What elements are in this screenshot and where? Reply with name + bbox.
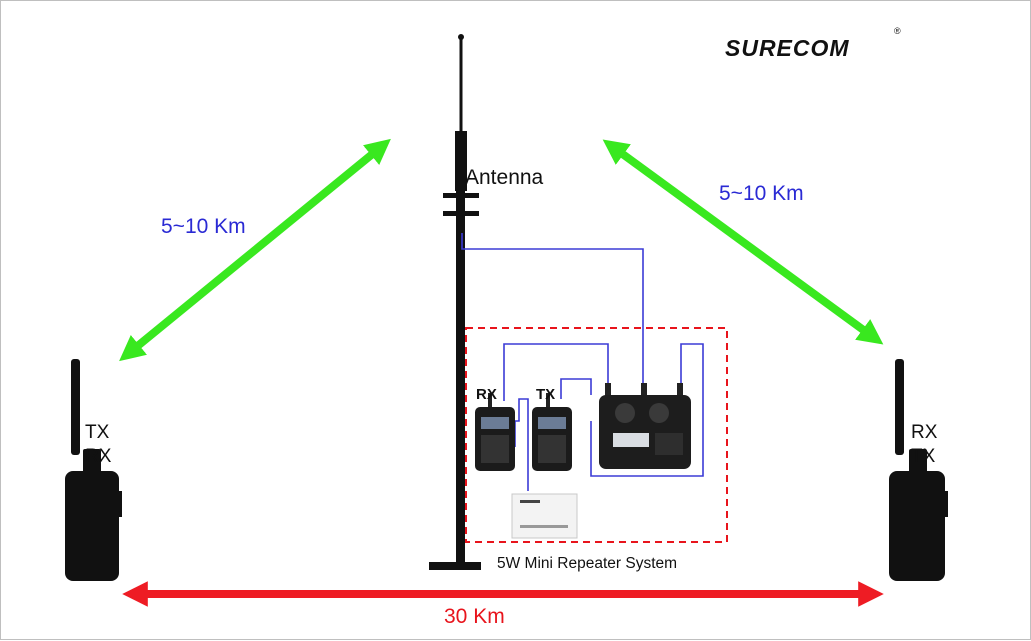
right-radio-tx-label: TX (911, 446, 936, 467)
tx-unit-label: TX (536, 386, 555, 403)
repeater-system-box (465, 327, 728, 543)
adapter-box (511, 493, 578, 539)
right-radio-icon (889, 359, 948, 581)
right-distance-arrow (602, 139, 884, 345)
brand-registered-mark: ® (894, 26, 901, 36)
repeater-controller-unit (599, 383, 691, 469)
left-radio-icon (65, 359, 122, 581)
bottom-distance-label: 30 Km (444, 605, 505, 628)
rx-unit-label: RX (476, 386, 497, 403)
left-distance-arrow (119, 138, 391, 362)
left-radio-tx-label: TX (85, 422, 110, 443)
left-distance-label: 5~10 Km (161, 215, 246, 238)
antenna-label: Antenna (465, 166, 544, 189)
tx-radio-unit (532, 393, 572, 471)
right-radio-rx-label: RX (911, 422, 938, 443)
brand-name: SURECOM (725, 35, 850, 61)
antenna-mast (429, 34, 481, 570)
right-distance-label: 5~10 Km (719, 182, 804, 205)
left-radio-rx-label: RX (85, 446, 112, 467)
rx-radio-unit (475, 393, 515, 471)
repeater-caption: 5W Mini Repeater System (497, 555, 677, 572)
surecom-logo: SURECOM ® (725, 26, 901, 61)
